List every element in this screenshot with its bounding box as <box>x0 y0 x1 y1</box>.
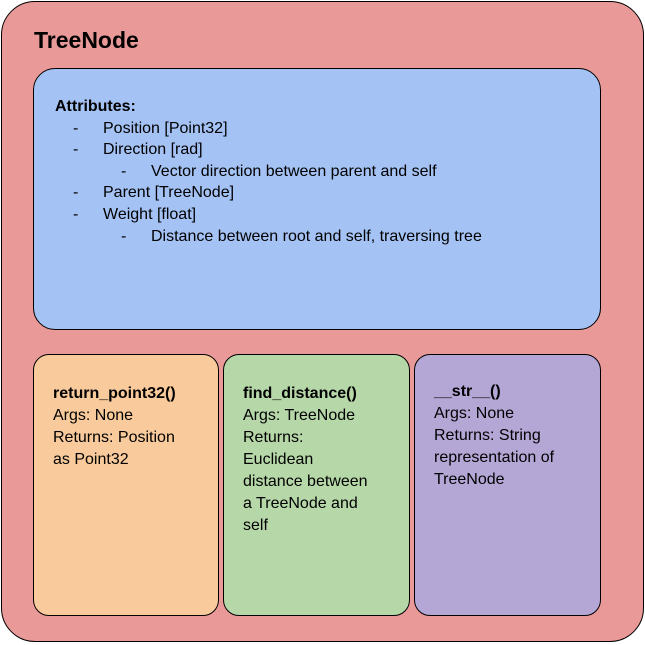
method-box-return-point32: return_point32() Args: None Returns: Pos… <box>33 354 219 616</box>
attribute-item-parent: - Parent [TreeNode] <box>55 182 234 204</box>
method-line: Args: TreeNode <box>243 407 356 424</box>
attributes-content: Attributes: - Position [Point32] - Direc… <box>55 96 482 248</box>
method-line: representation of <box>434 449 555 466</box>
method-line: self <box>243 517 268 534</box>
method-line: as Point32 <box>53 451 129 468</box>
method-line: Euclidean <box>243 451 314 468</box>
method-line: Returns: <box>243 429 304 446</box>
method-name: find_distance() <box>243 385 357 402</box>
method-line: a TreeNode and <box>243 495 358 512</box>
method-line: Args: None <box>53 407 134 424</box>
method-name: return_point32() <box>53 385 176 402</box>
list-dash: - <box>73 205 79 223</box>
method-content: return_point32() Args: None Returns: Pos… <box>53 383 210 471</box>
attribute-item-position: - Position [Point32] <box>55 118 228 140</box>
attributes-heading: Attributes: <box>55 98 136 115</box>
attribute-subtext: Distance between root and self, traversi… <box>151 227 482 245</box>
attribute-text: Parent [TreeNode] <box>103 184 235 202</box>
attribute-subtext: Vector direction between parent and self <box>151 162 437 180</box>
attribute-subitem-direction: - Vector direction between parent and se… <box>55 161 437 183</box>
attribute-text: Position [Point32] <box>103 119 228 137</box>
attributes-box: Attributes: - Position [Point32] - Direc… <box>33 68 601 330</box>
method-line: TreeNode <box>434 471 505 488</box>
attribute-item-weight: - Weight [float] <box>55 204 196 226</box>
attribute-text: Weight [float] <box>103 205 197 223</box>
method-box-find-distance: find_distance() Args: TreeNode Returns: … <box>223 354 410 616</box>
list-dash: - <box>73 141 79 159</box>
method-line: Returns: Position <box>53 429 175 446</box>
attribute-item-direction: - Direction [rad] <box>55 139 203 161</box>
method-content: find_distance() Args: TreeNode Returns: … <box>243 383 401 537</box>
list-dash: - <box>121 227 127 245</box>
method-line: distance between <box>243 473 368 490</box>
method-content: __str__() Args: None Returns: String rep… <box>434 381 592 491</box>
method-name: __str__() <box>434 383 501 400</box>
method-line: Args: None <box>434 405 515 422</box>
attribute-text: Direction [rad] <box>103 141 203 159</box>
list-dash: - <box>73 184 79 202</box>
attribute-subitem-weight: - Distance between root and self, traver… <box>55 226 482 248</box>
method-line: Returns: String <box>434 427 541 444</box>
method-box-str: __str__() Args: None Returns: String rep… <box>414 354 601 616</box>
list-dash: - <box>73 119 79 137</box>
class-title: TreeNode <box>34 27 139 53</box>
list-dash: - <box>121 162 127 180</box>
